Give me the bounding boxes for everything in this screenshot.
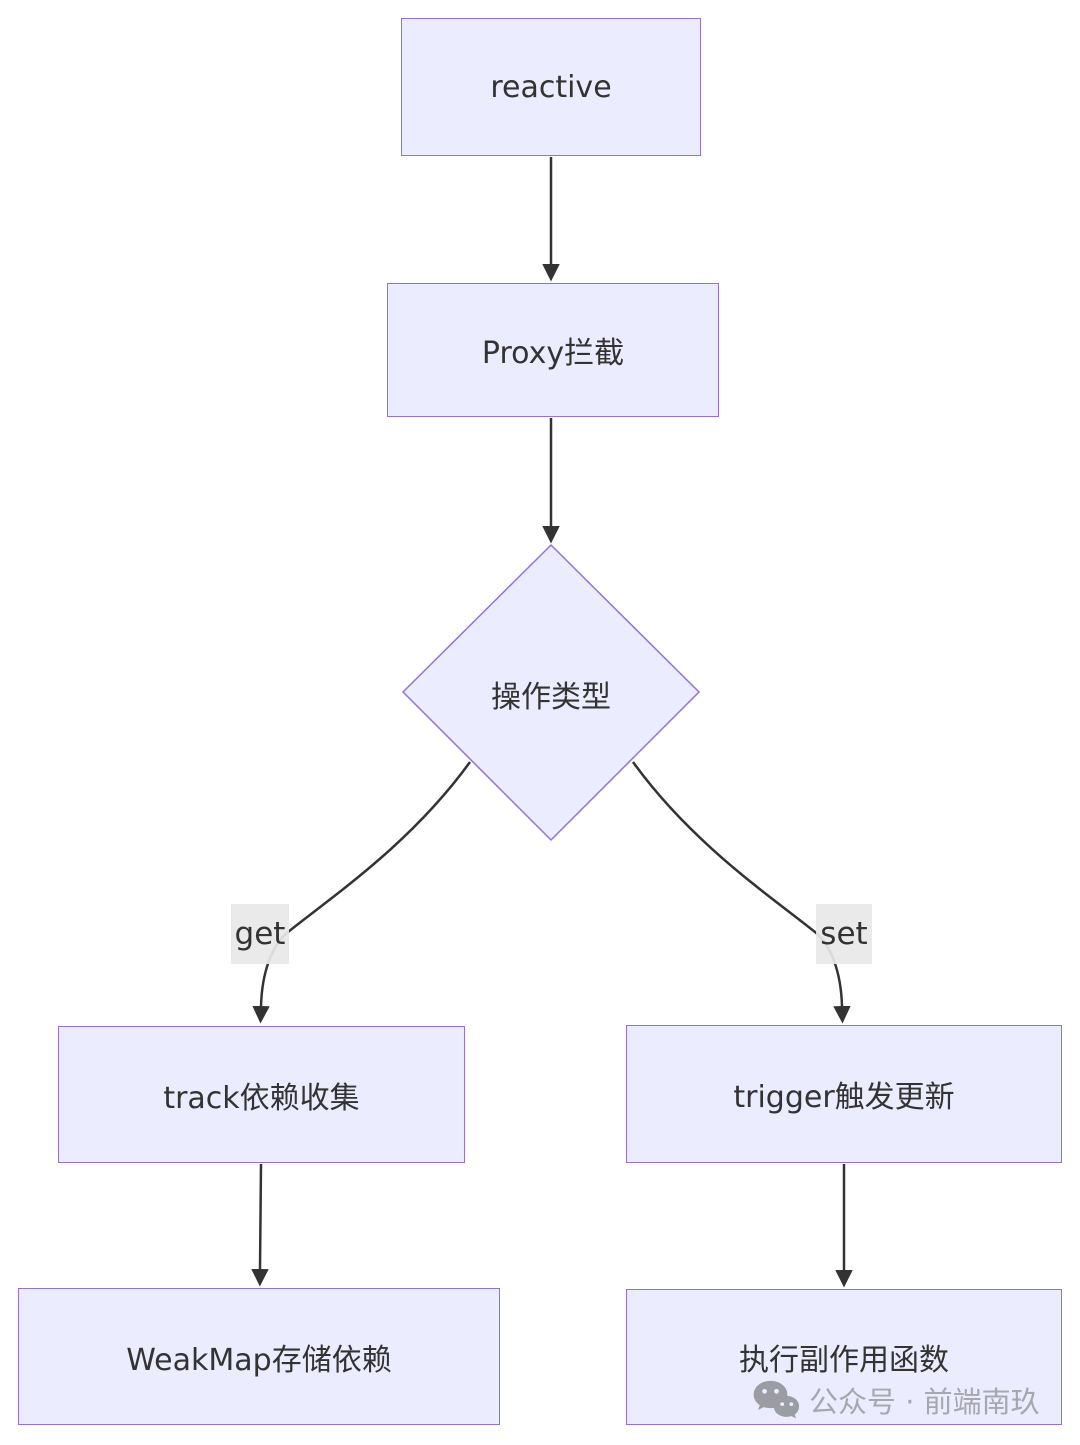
edge-label-set-text: set — [820, 916, 868, 952]
node-operation-type-decision: 操作类型 — [431, 672, 671, 716]
node-proxy-intercept: Proxy拦截 — [387, 283, 719, 417]
node-effect-execute: 执行副作用函数 — [626, 1289, 1062, 1425]
node-reactive-label: reactive — [490, 69, 612, 105]
node-reactive: reactive — [401, 18, 701, 156]
node-operation-type-label: 操作类型 — [491, 680, 611, 715]
edge-track-to-weakmap — [251, 1163, 269, 1287]
node-proxy-intercept-label: Proxy拦截 — [481, 336, 625, 371]
node-effect-label: 执行副作用函数 — [739, 1343, 949, 1378]
edge-label-get-text: get — [234, 916, 286, 952]
edge-label-get: get — [231, 904, 289, 964]
decision-diamond-shape — [401, 543, 701, 842]
wechat-watermark: 公众号 · 前端南玖 — [752, 1378, 1040, 1422]
node-trigger-label: trigger触发更新 — [733, 1080, 955, 1115]
edge-label-set: set — [816, 904, 872, 964]
node-track-dependency-collect: track依赖收集 — [58, 1026, 465, 1163]
edge-decision-get-to-track — [252, 761, 472, 1024]
node-trigger-update: trigger触发更新 — [626, 1025, 1062, 1163]
edge-decision-set-to-trigger — [631, 761, 851, 1024]
node-weakmap-store: WeakMap存储依赖 — [18, 1288, 500, 1425]
node-weakmap-label: WeakMap存储依赖 — [126, 1342, 392, 1378]
watermark-text: 公众号 · 前端南玖 — [809, 1385, 1040, 1419]
wechat-icon — [753, 1380, 800, 1419]
node-track-label: track依赖收集 — [163, 1080, 360, 1116]
